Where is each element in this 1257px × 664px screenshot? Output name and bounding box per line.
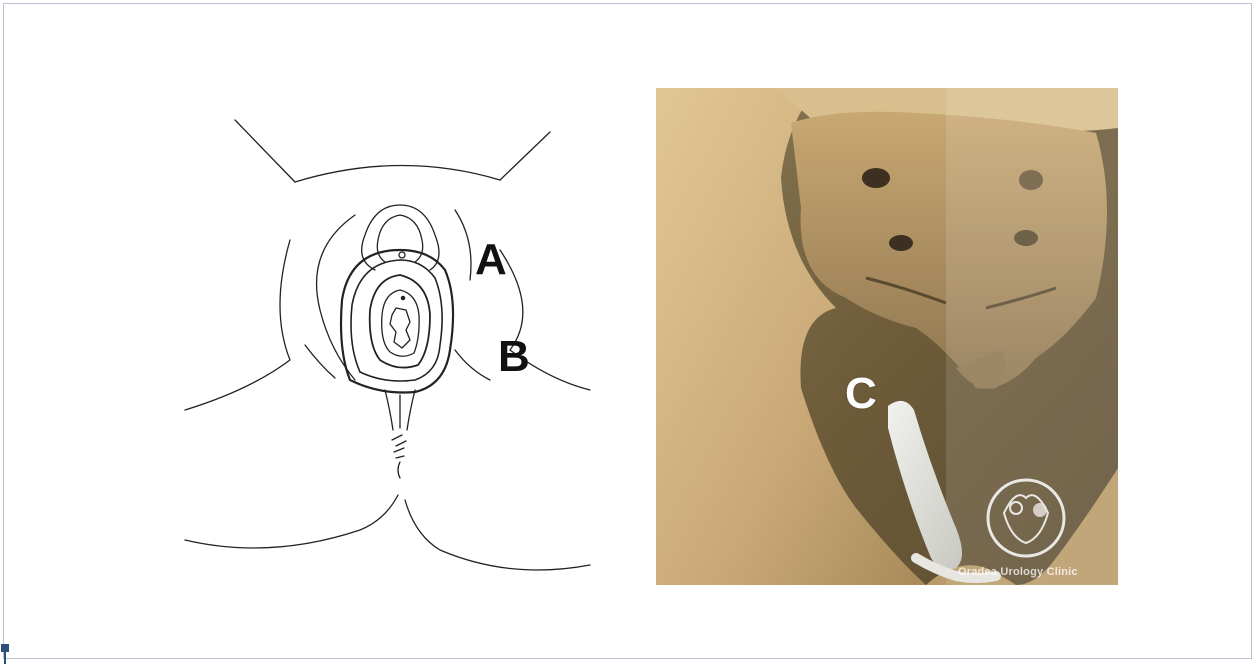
photo-watermark: Oradea Urology Clinic — [958, 566, 1078, 578]
corner-marker-line — [4, 652, 6, 664]
label-c: C — [845, 372, 877, 416]
label-b: B — [498, 335, 530, 379]
corner-marker — [0, 644, 12, 664]
pelvis-bone-photo — [656, 88, 1118, 585]
perineum-line-drawing — [170, 110, 610, 590]
label-a: A — [475, 238, 507, 282]
corner-marker-square — [1, 644, 9, 652]
